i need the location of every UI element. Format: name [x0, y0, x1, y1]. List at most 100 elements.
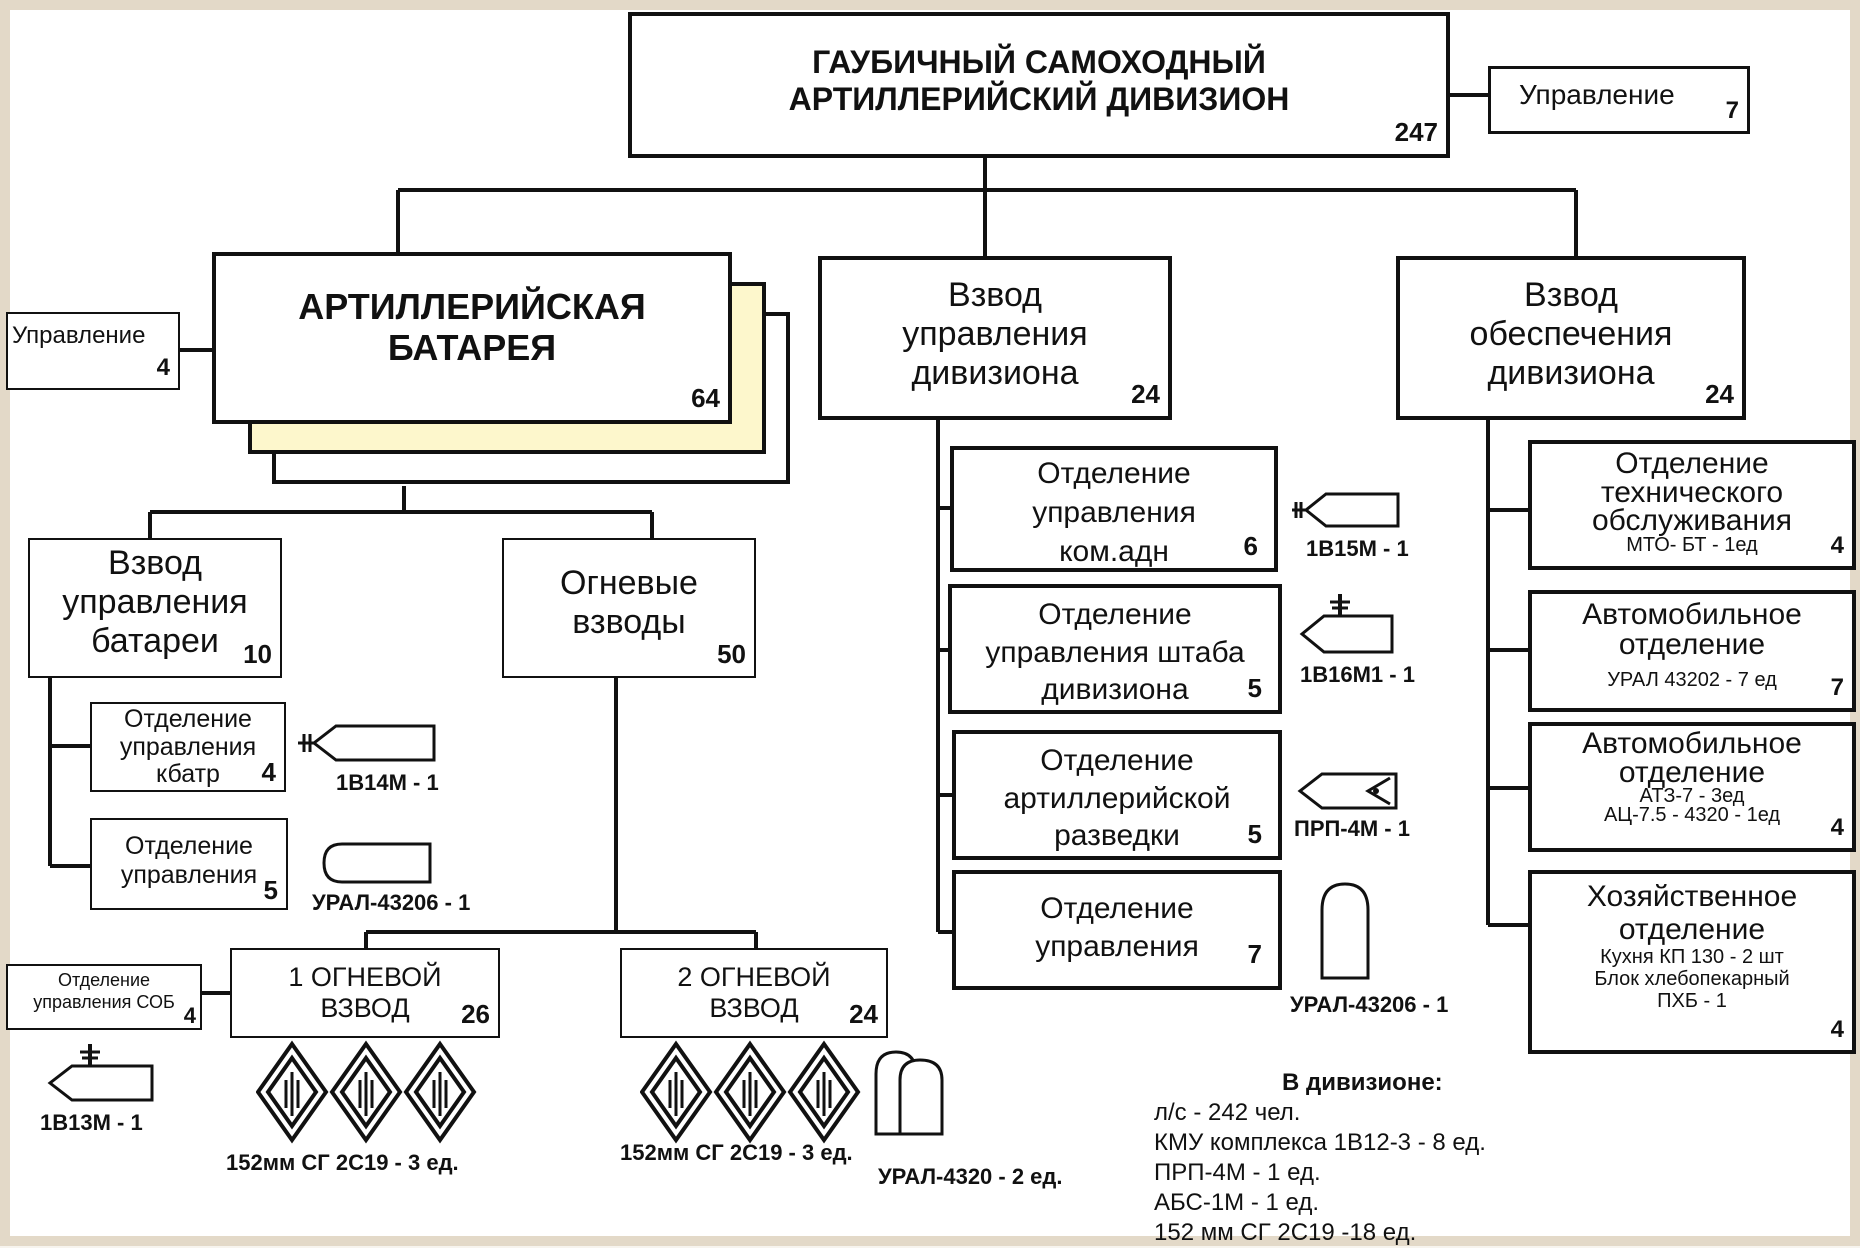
sob-section-line1: Отделение	[57, 970, 151, 990]
household-section-equipment-1: Кухня КП 130 - 2 шт	[1600, 946, 1784, 968]
firing-platoons-line2: взводы	[572, 603, 686, 642]
summary-item: ПРП-4М - 1 ед.	[1154, 1159, 1321, 1186]
auto-section-1-equipment: УРАЛ 43202 - 7 ед	[1607, 669, 1777, 691]
battery-control-platoon-box: Взвод управления батареи 10	[28, 538, 282, 678]
maintenance-section-count: 4	[1830, 532, 1844, 560]
sob-section-box: Отделение управления СОБ 4	[6, 964, 202, 1030]
household-section-equipment-2: Блок хлебопекарный	[1594, 968, 1790, 990]
maintenance-section-line2: технического	[1600, 475, 1784, 509]
battery-management-label: Управление	[12, 322, 146, 349]
division-management-count: 7	[1725, 97, 1739, 125]
household-section-line2: отделение	[1618, 913, 1766, 946]
battery-title-line1: АРТИЛЛЕРИЙСКАЯ	[298, 286, 646, 327]
auto-section-2-line2: отделение	[1618, 755, 1766, 789]
observation-vehicle-icon	[47, 1044, 154, 1102]
section-recon-line1: Отделение	[1040, 744, 1194, 777]
auto-section-2-line1: Автомобильное	[1582, 727, 1802, 760]
firing-platoon-1-count: 26	[461, 999, 490, 1030]
howitzer-label-2: 152мм СГ 2С19 - 3 ед.	[620, 1140, 853, 1165]
section-mgmt-line2: управления	[1035, 929, 1199, 963]
division-summary: В дивизионе: л/с - 242 чел. КМУ комплекс…	[1154, 1068, 1486, 1248]
firing-platoon-1-line1: 1 ОГНЕВОЙ	[288, 962, 442, 992]
battery-cmd-section-line3: кбатр	[156, 760, 220, 788]
recon-vehicle-icon	[1297, 772, 1398, 810]
battery-management-box: Управление 4	[6, 312, 180, 390]
truck-icon	[1320, 882, 1370, 980]
truck-icon	[322, 842, 432, 884]
howitzer-group-2	[639, 1040, 870, 1149]
vehicle-label-1v16m1: 1В16М1 - 1	[1300, 662, 1415, 687]
battery-mgmt-section-line2: управления	[120, 860, 258, 889]
section-mgmt-box: Отделение управления 7	[952, 870, 1282, 990]
support-platoon-count: 24	[1705, 379, 1734, 410]
maintenance-section-box: Отделение технического обслуживания МТО-…	[1528, 440, 1856, 570]
battery-cmd-section-line2: управления	[119, 732, 257, 761]
section-hq-box: Отделение управления штаба дивизиона 5	[948, 584, 1282, 714]
battery-title-line2: БАТАРЕЯ	[387, 327, 557, 369]
auto-section-1-count: 7	[1830, 674, 1844, 702]
vehicle-label-ural-43206-division: УРАЛ-43206 - 1	[1290, 992, 1449, 1017]
section-recon-count: 5	[1247, 819, 1262, 850]
firing-platoons-line1: Огневые	[560, 564, 698, 602]
firing-platoon-1-line2: ВЗВОД	[320, 993, 410, 1024]
auto-section-2-equipment-2: АЦ-7.5 - 4320 - 1ед	[1603, 804, 1781, 826]
division-control-platoon-line1: Взвод	[948, 276, 1042, 314]
howitzer-icons-2	[639, 1040, 861, 1144]
vehicle-label-prp-4m: ПРП-4М - 1	[1294, 816, 1410, 841]
section-kom-adn-line1: Отделение	[1037, 457, 1191, 490]
battery-cmd-section-box: Отделение управления кбатр 4	[90, 702, 286, 792]
howitzer-group-1	[255, 1040, 486, 1149]
vehicle-label-ural-43206-battery: УРАЛ-43206 - 1	[312, 890, 471, 915]
section-mgmt-count: 7	[1247, 939, 1262, 970]
firing-platoon-2-line2: ВЗВОД	[709, 993, 799, 1024]
summary-item: АБС-1М - 1 ед.	[1154, 1189, 1319, 1216]
firing-platoons-count: 50	[717, 639, 746, 670]
division-control-platoon-box: Взвод управления дивизиона 24	[818, 256, 1172, 420]
division-control-platoon-count: 24	[1131, 379, 1160, 410]
auto-section-2-equipment-1: АТЗ-7 - 3ед	[1639, 785, 1745, 807]
auto-section-1-line1: Автомобильное	[1582, 598, 1802, 631]
maintenance-section-equipment: МТО- БТ - 1ед	[1626, 533, 1758, 556]
battery-control-platoon-line2: управления	[62, 583, 248, 622]
division-management-box: Управление 7	[1488, 66, 1750, 134]
battery-mgmt-section-count: 5	[263, 875, 278, 906]
household-section-equipment-3: ПХБ - 1	[1657, 990, 1727, 1012]
summary-item: л/с - 242 чел.	[1154, 1099, 1301, 1126]
section-hq-count: 5	[1247, 673, 1262, 704]
battery-mgmt-section-box: Отделение управления 5	[90, 818, 288, 910]
battery-count: 64	[691, 383, 720, 414]
vehicle-label-ural-4320: УРАЛ-4320 - 2 ед.	[878, 1164, 1063, 1189]
maintenance-section-line1: Отделение	[1615, 447, 1769, 480]
support-platoon-line1: Взвод	[1524, 276, 1618, 314]
section-kom-adn-box: Отделение управления ком.адн 6	[950, 446, 1278, 572]
household-section-count: 4	[1830, 1016, 1844, 1044]
battery-control-platoon-line1: Взвод	[108, 544, 202, 582]
sob-section-count: 4	[183, 1002, 196, 1028]
household-section-box: Хозяйственное отделение Кухня КП 130 - 2…	[1528, 870, 1856, 1054]
firing-platoon-1-box: 1 ОГНЕВОЙ ВЗВОД 26	[230, 948, 500, 1038]
battery-cmd-section-line1: Отделение	[124, 705, 252, 733]
section-recon-line2: артиллерийской	[1003, 781, 1231, 815]
sob-section-line2: управления СОБ	[33, 991, 175, 1012]
command-vehicle-icon	[298, 724, 436, 762]
summary-item: 152 мм СГ 2С19 -18 ед.	[1154, 1219, 1417, 1246]
section-hq-line3: дивизиона	[1041, 673, 1189, 706]
section-recon-line3: разведки	[1054, 819, 1180, 852]
battery-mgmt-section-line1: Отделение	[125, 832, 253, 860]
battery-control-platoon-count: 10	[243, 639, 272, 670]
vehicle-label-1v14m: 1В14М - 1	[336, 770, 439, 795]
battery-box: АРТИЛЛЕРИЙСКАЯ БАТАРЕЯ 64	[212, 252, 732, 424]
support-platoon-line3: дивизиона	[1487, 354, 1655, 393]
howitzer-label-1: 152мм СГ 2С19 - 3 ед.	[226, 1150, 459, 1175]
section-hq-line1: Отделение	[1038, 598, 1192, 631]
firing-platoons-box: Огневые взводы 50	[502, 538, 756, 678]
auto-section-1-line2: отделение	[1618, 628, 1766, 661]
auto-section-2-box: Автомобильное отделение АТЗ-7 - 3ед АЦ-7…	[1528, 722, 1856, 852]
auto-section-1-box: Автомобильное отделение УРАЛ 43202 - 7 е…	[1528, 590, 1856, 712]
division-control-platoon-line2: управления	[902, 315, 1088, 354]
section-mgmt-line1: Отделение	[1040, 892, 1194, 925]
division-title-line2: АРТИЛЛЕРИЙСКИЙ ДИВИЗИОН	[788, 80, 1290, 117]
firing-platoon-2-count: 24	[849, 999, 878, 1030]
vehicle-label-1v13m: 1В13М - 1	[40, 1110, 143, 1135]
